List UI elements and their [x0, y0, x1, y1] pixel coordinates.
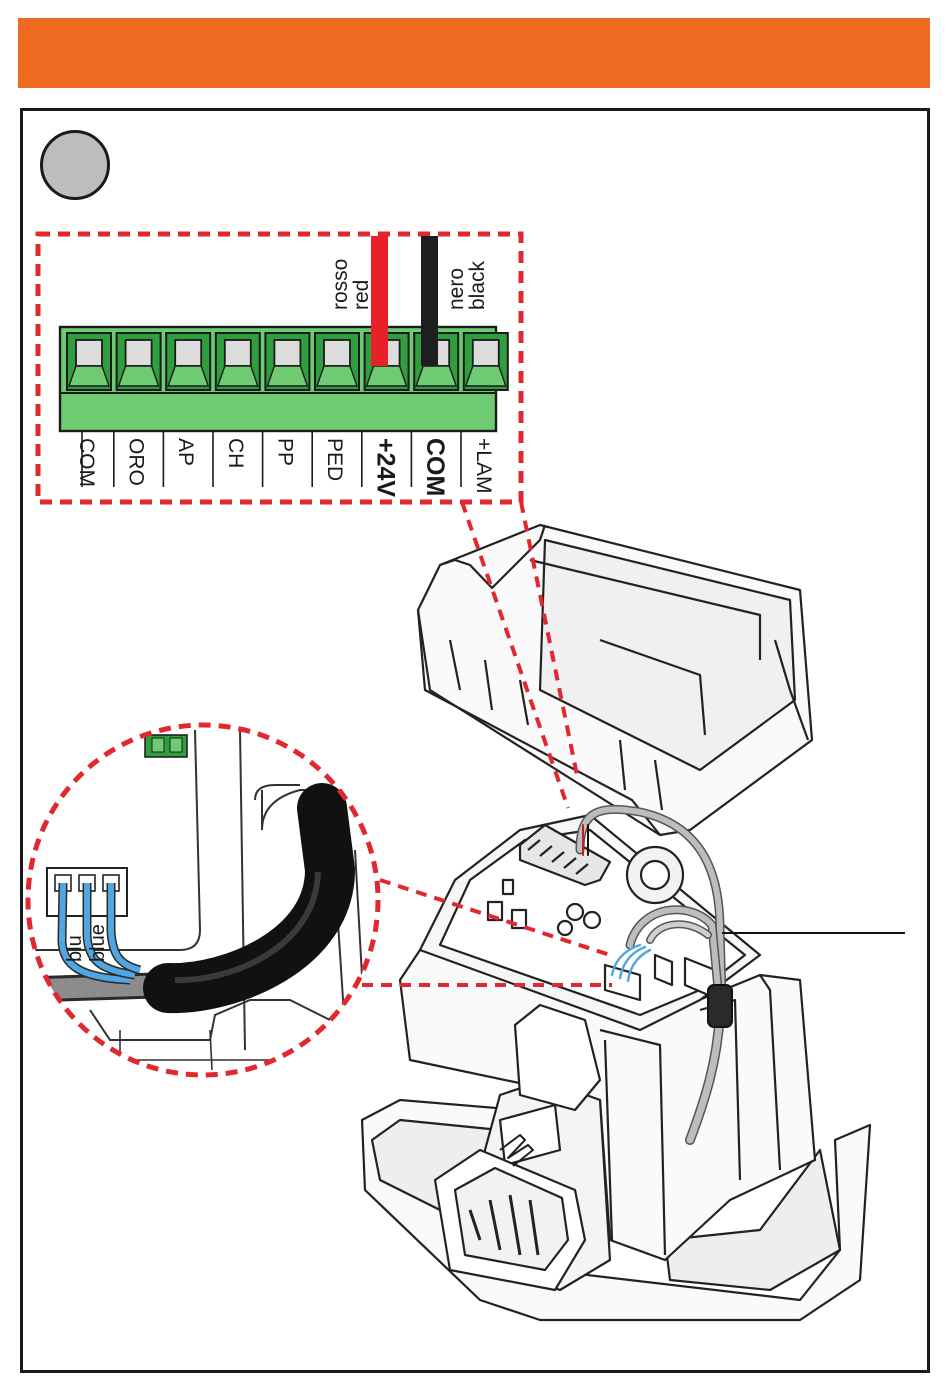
motor-base: [362, 815, 870, 1320]
red-wire: [371, 236, 388, 366]
black-wire-label-it: nero: [445, 268, 468, 310]
terminal-label: COM: [421, 438, 449, 496]
terminal-screw-head: [274, 340, 300, 366]
terminal-screw-head: [225, 340, 251, 366]
terminal-label: +LAM: [472, 438, 495, 493]
red-wire-label-it: rosso: [329, 259, 352, 310]
terminal-screw-head: [473, 340, 499, 366]
detail-wire-label-it: blu: [64, 935, 86, 962]
black-wire: [421, 236, 438, 366]
terminal-screw-head: [76, 340, 102, 366]
red-wire-label-en: red: [350, 280, 373, 310]
terminal-label: PED: [323, 438, 346, 481]
terminal-screw-head: [126, 340, 152, 366]
terminal-label: ORO: [125, 438, 148, 486]
terminal-label: AP: [174, 438, 197, 466]
black-wire-label-en: black: [466, 260, 489, 310]
detail-wire-label-en: blue: [87, 924, 109, 962]
terminal-screw-head: [175, 340, 201, 366]
terminal-label: PP: [273, 438, 296, 466]
terminal-label: +24V: [372, 438, 400, 497]
terminal-screw-head: [324, 340, 350, 366]
motor-cover: [418, 525, 812, 835]
terminal-label: CH: [224, 438, 247, 468]
terminal-label: COM: [75, 438, 98, 487]
